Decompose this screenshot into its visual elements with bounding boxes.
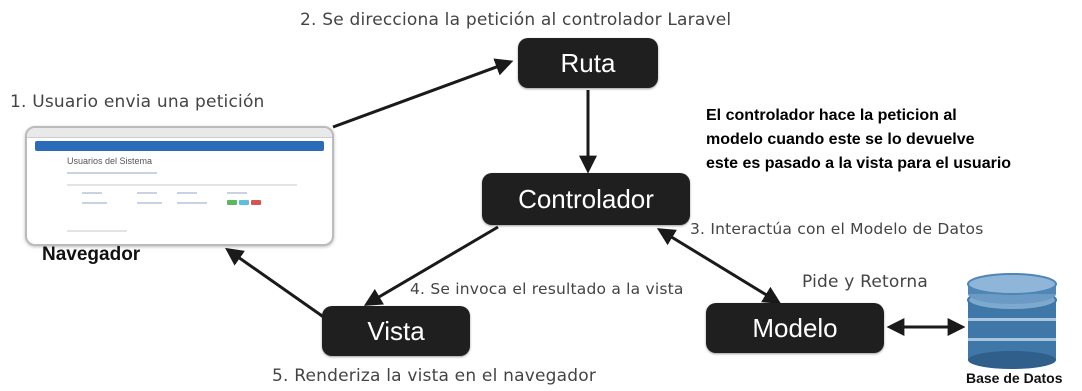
explanation-note: El controlador hace la peticion al model…	[706, 104, 1011, 176]
note-line-1: El controlador hace la peticion al	[706, 107, 957, 124]
step-2-caption: 2. Se direcciona la petición al controla…	[300, 10, 732, 30]
arrow-controlador-modelo	[656, 228, 782, 304]
database-icon	[967, 273, 1057, 369]
arrow-browser-to-ruta	[332, 58, 514, 129]
step-5-caption: 5. Renderiza la vista en el navegador	[272, 366, 597, 386]
step-3-caption: 3. Interactúa con el Modelo de Datos	[690, 220, 984, 238]
browser-tab-bar	[27, 128, 332, 138]
ruta-node: Ruta	[518, 38, 658, 88]
modelo-node: Modelo	[706, 303, 884, 353]
pide-retorna-caption: Pide y Retorna	[802, 272, 928, 292]
step-4-caption: 4. Se invoca el resultado a la vista	[410, 280, 684, 298]
base-de-datos-label: Base de Datos	[966, 370, 1063, 386]
arrow-vista-to-browser	[225, 247, 326, 320]
note-line-3: este es pasado a la vista para el usuari…	[706, 155, 1012, 172]
controlador-node: Controlador	[482, 173, 690, 225]
step-1-caption: 1. Usuario envia una petición	[10, 92, 265, 112]
arrow-controlador-to-vista	[363, 225, 499, 306]
navegador-label: Navegador	[42, 244, 141, 265]
note-line-2: modelo cuando este se lo devuelve	[706, 131, 975, 148]
vista-node: Vista	[322, 306, 470, 356]
browser-navbar	[35, 141, 324, 151]
browser-screenshot: Usuarios del Sistema	[25, 126, 334, 246]
browser-page-heading: Usuarios del Sistema	[67, 156, 153, 166]
